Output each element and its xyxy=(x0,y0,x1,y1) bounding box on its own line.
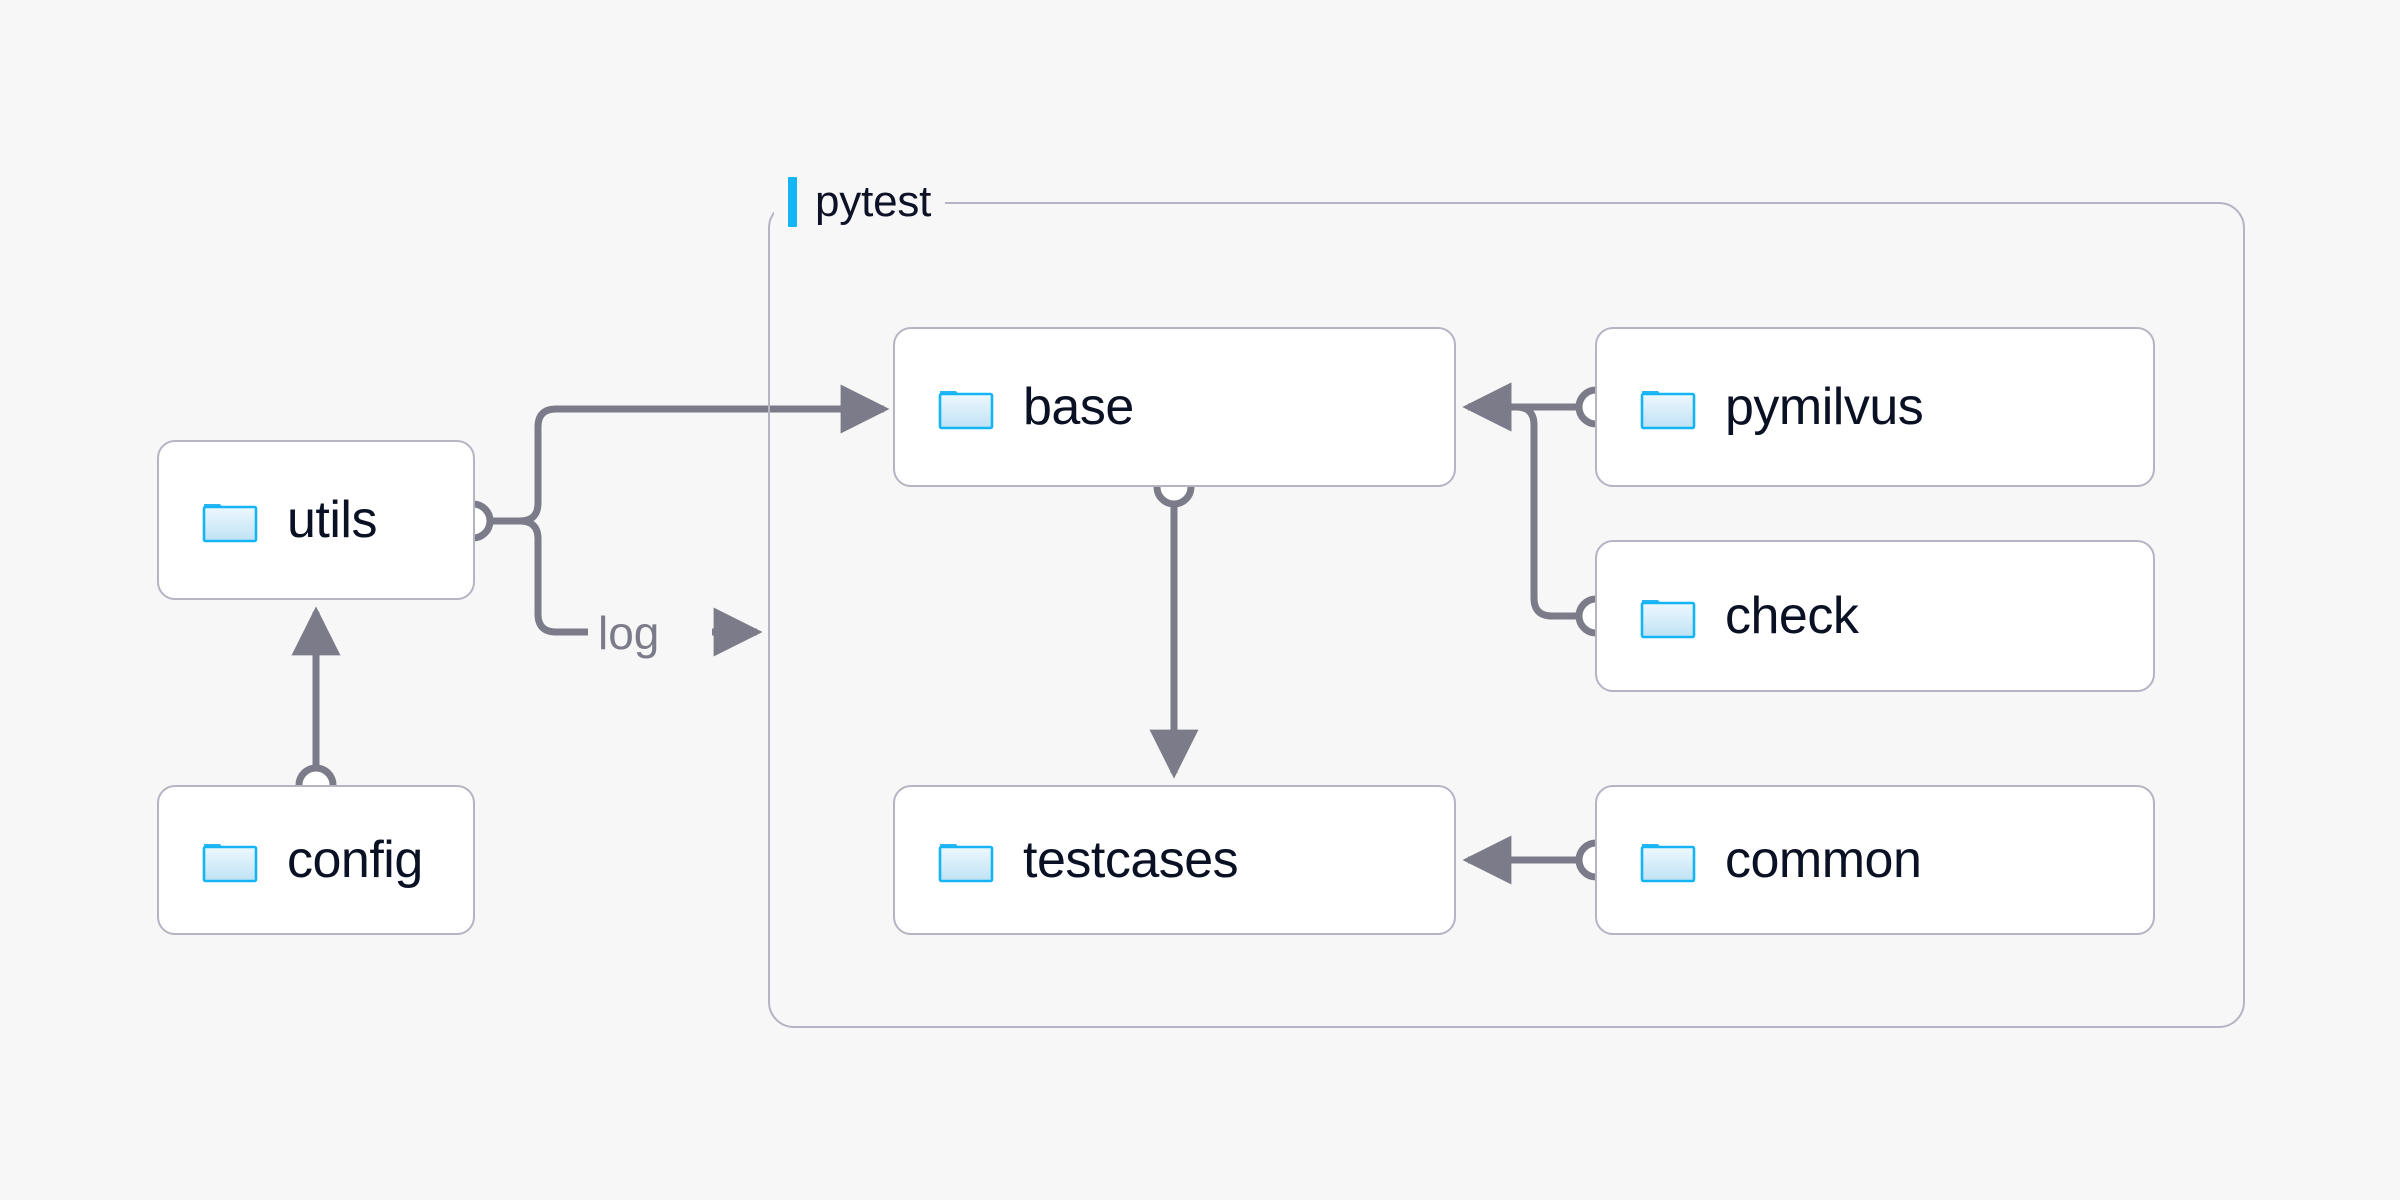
folder-icon xyxy=(938,391,994,430)
node-utils[interactable]: utils xyxy=(157,440,475,600)
node-label: testcases xyxy=(1023,831,1239,889)
edge-label-log: log xyxy=(598,607,660,659)
node-config[interactable]: config xyxy=(157,785,475,935)
node-common[interactable]: common xyxy=(1595,785,2155,935)
folder-icon xyxy=(938,844,994,883)
node-check[interactable]: check xyxy=(1595,540,2155,692)
node-label: pymilvus xyxy=(1725,378,1924,436)
folder-icon xyxy=(1640,600,1696,639)
node-label: common xyxy=(1725,831,1922,889)
node-label: utils xyxy=(287,491,377,549)
edge-check-to-base xyxy=(1462,382,1578,620)
folder-icon xyxy=(1640,844,1696,883)
edge-utils-to-log xyxy=(492,517,588,636)
group-container-pytest xyxy=(768,202,2245,1028)
accent-bar-icon xyxy=(788,177,797,227)
folder-icon xyxy=(1640,391,1696,430)
group-label-pytest: pytest xyxy=(774,174,946,230)
group-title: pytest xyxy=(815,177,932,226)
node-pymilvus[interactable]: pymilvus xyxy=(1595,327,2155,487)
node-base[interactable]: base xyxy=(893,327,1456,487)
folder-icon xyxy=(202,504,258,543)
folder-icon xyxy=(202,844,258,883)
node-testcases[interactable]: testcases xyxy=(893,785,1456,935)
node-label: check xyxy=(1725,587,1859,645)
node-label: config xyxy=(287,831,423,889)
node-label: base xyxy=(1023,378,1134,436)
